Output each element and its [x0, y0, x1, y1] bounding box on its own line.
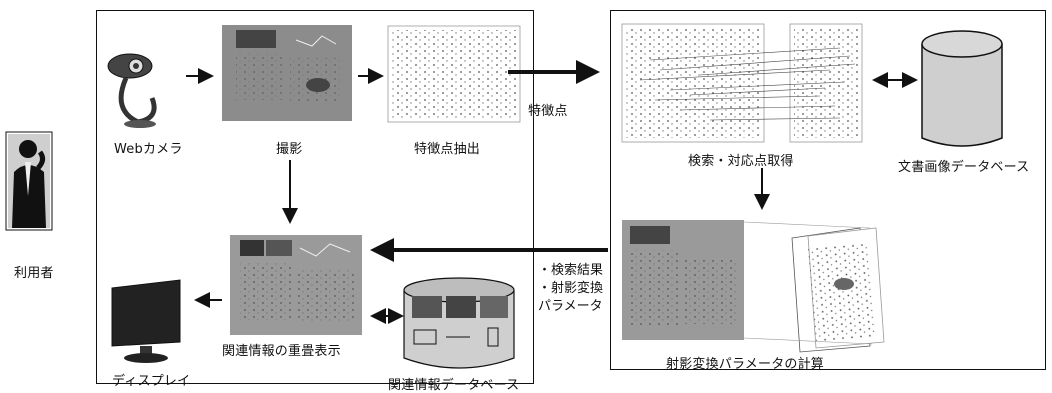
matching-image [621, 23, 863, 143]
webcam-label: Webカメラ [114, 142, 183, 157]
feature-extract-label: 特徴点抽出 [414, 142, 481, 157]
capture-label: 撮影 [276, 142, 303, 157]
feature-points-label: 特徴点 [528, 104, 568, 119]
server-frame [610, 10, 1046, 370]
result-line-2: ・射影変換 [538, 281, 604, 296]
overlay-label: 関連情報の重畳表示 [222, 344, 341, 359]
document-db-icon [921, 30, 1003, 147]
captured-image [222, 25, 352, 121]
display-icon [111, 279, 181, 363]
webcam-icon [107, 53, 157, 128]
user-figure [5, 131, 53, 231]
result-line-1: ・検索結果 [538, 263, 604, 278]
feature-points-image [387, 25, 521, 123]
doc-db-label: 文書画像データベース [898, 160, 1030, 175]
related-db-icon [403, 277, 515, 369]
user-label: 利用者 [14, 266, 54, 281]
client-frame [96, 10, 534, 384]
projective-calc-label: 射影変換パラメータの計算 [666, 357, 825, 372]
related-db-label: 関連情報データベース [388, 378, 520, 393]
flow-arrows [186, 60, 918, 324]
result-line-3: パラメータ [538, 299, 603, 314]
projective-image [622, 220, 885, 353]
result-params-label: ・検索結果 ・射影変換 パラメータ [538, 262, 603, 316]
search-match-label: 検索・対応点取得 [688, 154, 794, 169]
overlay-image [230, 235, 362, 335]
display-label: ディスプレイ [112, 374, 191, 389]
